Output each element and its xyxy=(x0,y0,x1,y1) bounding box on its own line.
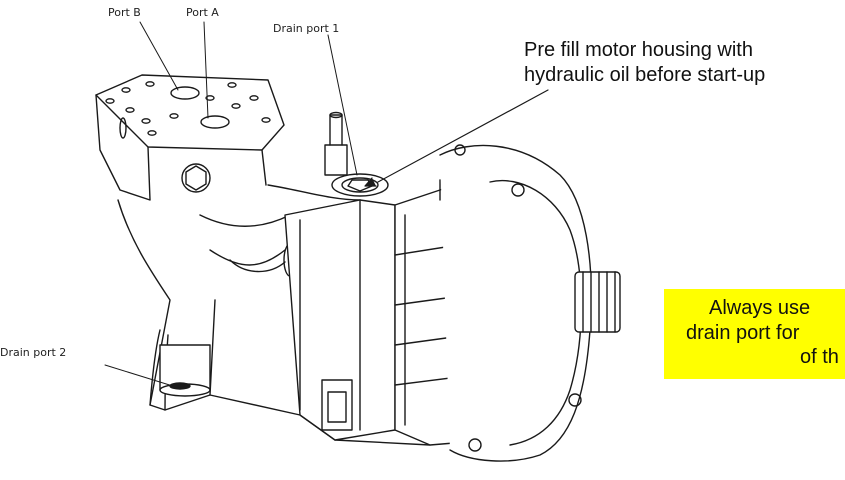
warning-note-line-2: drain port for xyxy=(686,322,800,344)
output-shaft xyxy=(574,271,621,333)
leader-port-a xyxy=(203,21,209,119)
drain-port-warning-note: Always use drain port for of th xyxy=(664,289,845,379)
port-block xyxy=(95,74,285,201)
center-flange xyxy=(284,199,396,441)
drain-port-2-fitting xyxy=(159,344,211,397)
label-drain-port-2: Drain port 2 xyxy=(0,346,67,359)
drain-port-1-fitting xyxy=(324,111,389,197)
arrow-head xyxy=(364,177,377,187)
prefill-note-line-1: Pre fill motor housing with xyxy=(524,39,753,61)
leader-drain-port-1 xyxy=(327,34,358,176)
end-flange xyxy=(439,144,592,462)
leader-drain-port-2 xyxy=(104,364,177,388)
port-b-opening xyxy=(170,86,200,100)
leader-prefill-note xyxy=(377,89,549,183)
warning-note-line-3: of th xyxy=(800,346,839,368)
label-drain-port-1: Drain port 1 xyxy=(273,22,340,35)
label-port-a: Port A xyxy=(186,6,219,19)
leader-port-b xyxy=(139,21,179,91)
prefill-note-line-2: hydraulic oil before start-up xyxy=(524,64,766,86)
warning-note-line-1: Always use xyxy=(709,297,811,319)
label-port-b: Port B xyxy=(108,6,141,19)
port-a-opening xyxy=(200,115,230,129)
